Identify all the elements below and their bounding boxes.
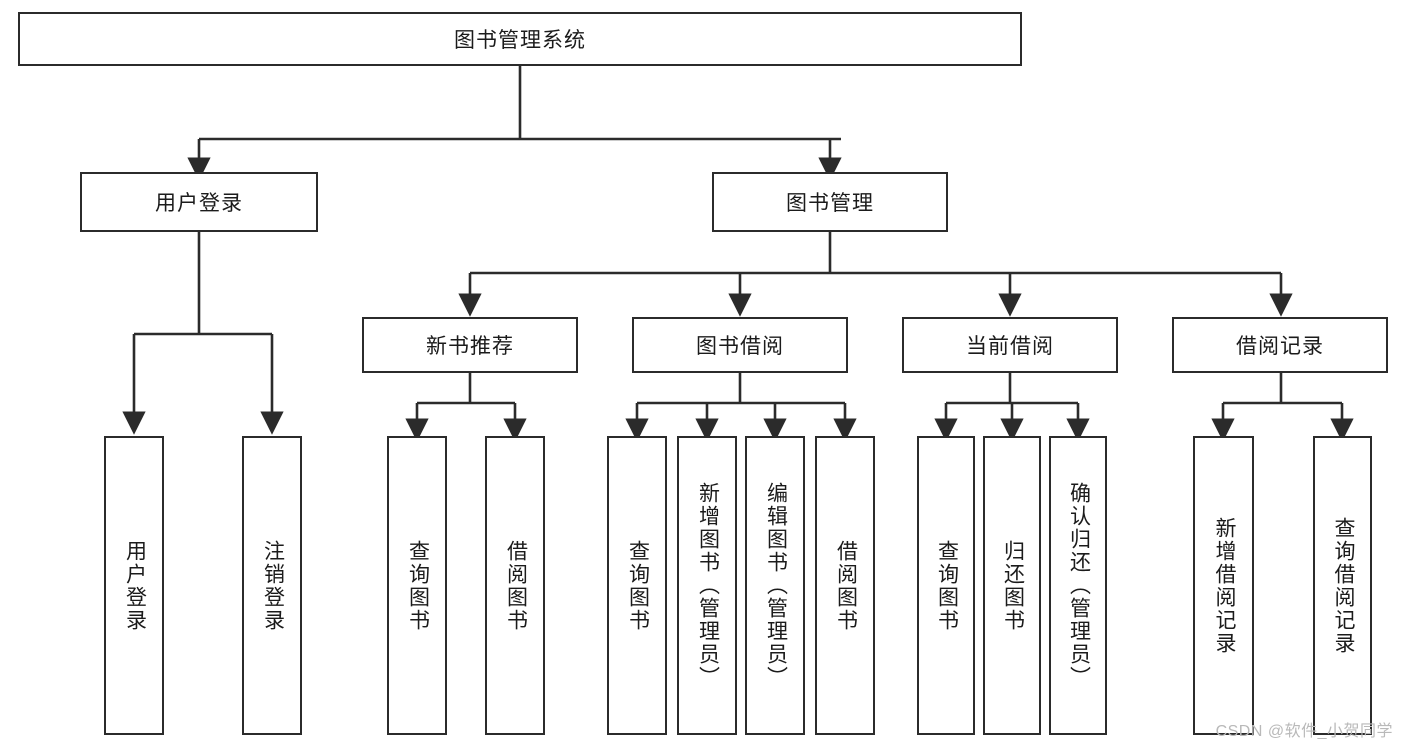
- node-user-login[interactable]: 用户登录: [80, 172, 318, 232]
- leaf-label: 新增借阅记录: [1212, 516, 1236, 655]
- leaf-label: 新增图书（管理员）: [696, 482, 720, 689]
- node-current-borrow-label: 当前借阅: [966, 335, 1054, 358]
- node-root[interactable]: 图书管理系统: [18, 12, 1022, 66]
- leaf-borrow-query-book[interactable]: 查询图书: [607, 436, 667, 735]
- leaf-user-login-login[interactable]: 用户登录: [104, 436, 164, 735]
- leaf-label: 编辑图书（管理员）: [764, 482, 788, 689]
- leaf-label: 用户登录: [123, 539, 147, 632]
- node-borrow-record[interactable]: 借阅记录: [1172, 317, 1388, 373]
- leaf-label: 注销登录: [261, 539, 285, 632]
- node-book-borrow[interactable]: 图书借阅: [632, 317, 848, 373]
- leaf-label: 查询图书: [626, 539, 650, 632]
- leaf-label: 归还图书: [1001, 539, 1025, 632]
- leaf-current-confirm-return-admin[interactable]: 确认归还（管理员）: [1049, 436, 1107, 735]
- node-root-label: 图书管理系统: [454, 29, 586, 52]
- leaf-record-query-record[interactable]: 查询借阅记录: [1313, 436, 1372, 735]
- leaf-current-query-book[interactable]: 查询图书: [917, 436, 975, 735]
- leaf-borrow-borrow-book[interactable]: 借阅图书: [815, 436, 875, 735]
- leaf-label: 借阅图书: [834, 539, 858, 632]
- leaf-borrow-add-book-admin[interactable]: 新增图书（管理员）: [677, 436, 737, 735]
- leaf-label: 查询图书: [406, 539, 430, 632]
- leaf-label: 查询图书: [935, 539, 959, 632]
- leaf-user-login-logout[interactable]: 注销登录: [242, 436, 302, 735]
- node-new-book-recommend-label: 新书推荐: [426, 335, 514, 358]
- node-book-management[interactable]: 图书管理: [712, 172, 948, 232]
- leaf-recommend-borrow-book[interactable]: 借阅图书: [485, 436, 545, 735]
- leaf-label: 确认归还（管理员）: [1067, 482, 1091, 689]
- node-user-login-label: 用户登录: [155, 192, 243, 215]
- leaf-borrow-edit-book-admin[interactable]: 编辑图书（管理员）: [745, 436, 805, 735]
- leaf-record-add-record[interactable]: 新增借阅记录: [1193, 436, 1254, 735]
- leaf-current-return-book[interactable]: 归还图书: [983, 436, 1041, 735]
- node-borrow-record-label: 借阅记录: [1236, 335, 1324, 358]
- node-book-borrow-label: 图书借阅: [696, 335, 784, 358]
- node-current-borrow[interactable]: 当前借阅: [902, 317, 1118, 373]
- leaf-label: 查询借阅记录: [1331, 516, 1355, 655]
- leaf-label: 借阅图书: [504, 539, 528, 632]
- node-new-book-recommend[interactable]: 新书推荐: [362, 317, 578, 373]
- leaf-recommend-query-book[interactable]: 查询图书: [387, 436, 447, 735]
- csdn-watermark: CSDN @软件_小贺同学: [1215, 723, 1393, 740]
- node-book-management-label: 图书管理: [786, 192, 874, 215]
